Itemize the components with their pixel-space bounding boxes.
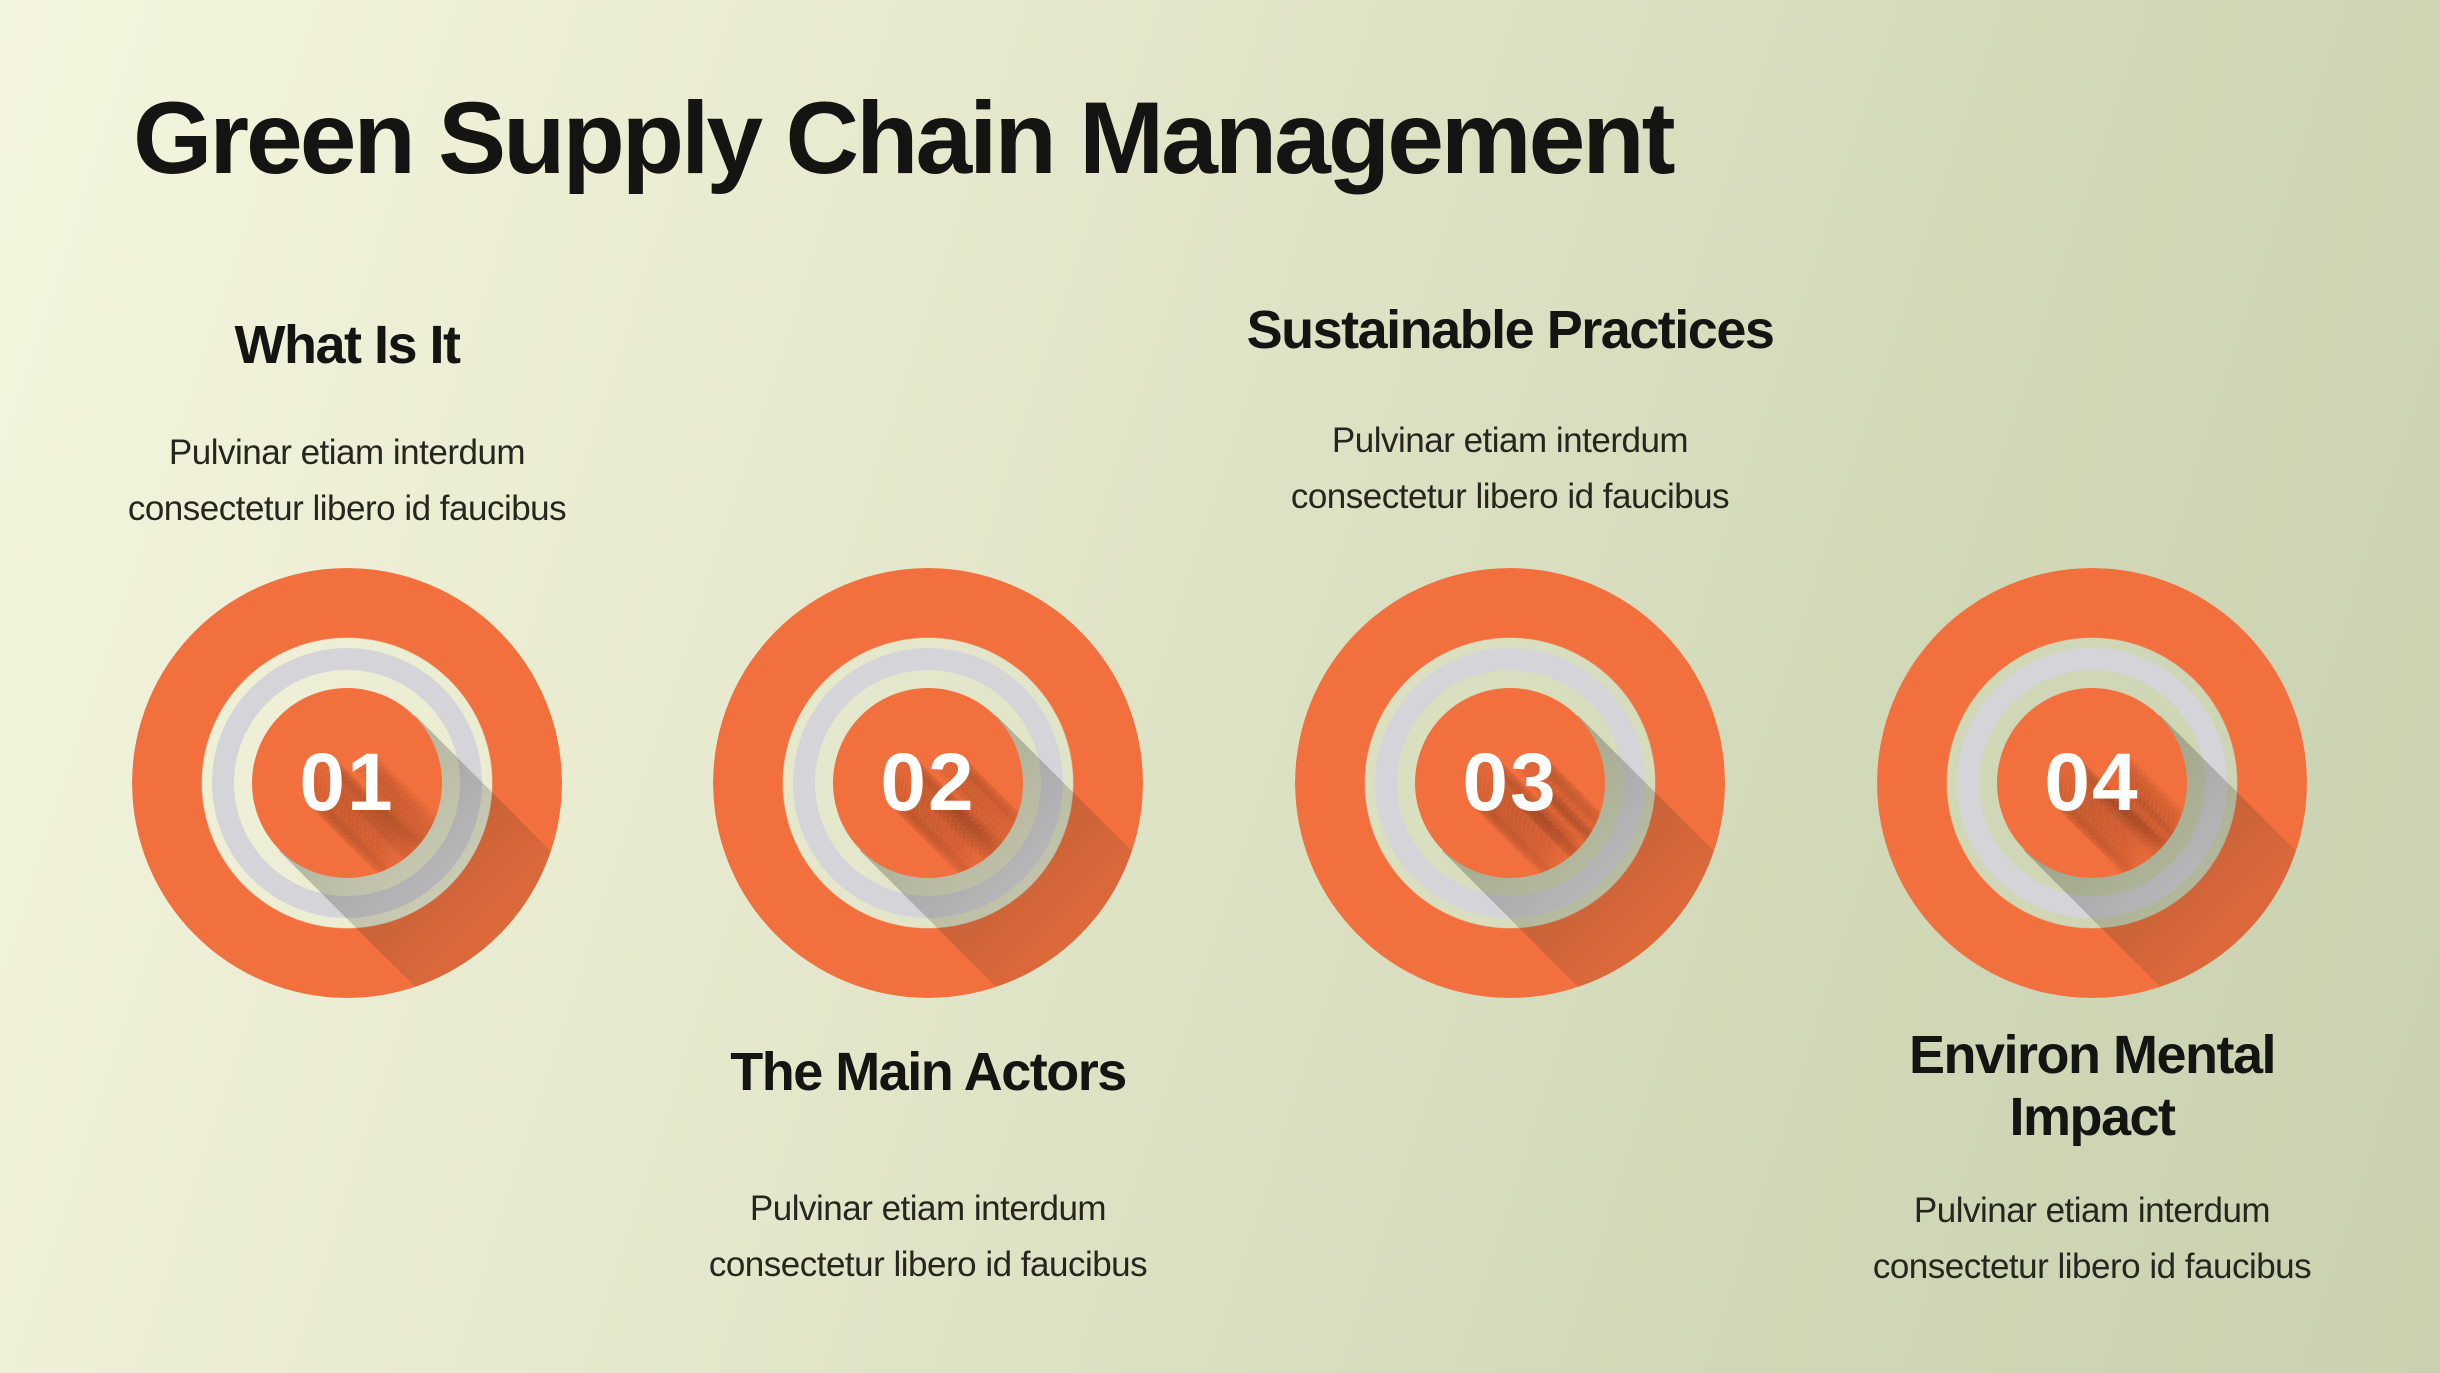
step-2-circle: 02: [713, 568, 1143, 998]
step-4-number-disc: 04: [1997, 688, 2187, 878]
step-2-title: The Main Actors: [578, 1041, 1278, 1103]
step-2-desc-line: consectetur libero id faucibus: [708, 1245, 1148, 1284]
step-3-number-disc: 03: [1415, 688, 1605, 878]
step-1-description: Pulvinar etiam interdum consectetur libe…: [47, 425, 647, 537]
step-3-number: 03: [1462, 737, 1558, 828]
step-2-title-line: The Main Actors: [730, 1042, 1127, 1102]
step-1-desc-line: Pulvinar etiam interdum: [168, 433, 526, 472]
step-4-title-line: Environ Mental: [1908, 1025, 2277, 1085]
step-4-description: Pulvinar etiam interdum consectetur libe…: [1792, 1183, 2392, 1295]
step-1-number-disc: 01: [252, 688, 442, 878]
step-4-title: Environ Mental Impact: [1742, 1024, 2440, 1148]
step-2-number: 02: [880, 737, 976, 828]
step-2-desc-line: Pulvinar etiam interdum: [749, 1189, 1107, 1228]
step-1-number: 01: [299, 737, 395, 828]
step-4-title-line: Impact: [2009, 1087, 2176, 1147]
step-1-title-line: What Is It: [234, 315, 462, 375]
step-1-circle: 01: [132, 568, 562, 998]
step-2-number-disc: 02: [833, 688, 1023, 878]
step-4-desc-line: Pulvinar etiam interdum: [1913, 1191, 2271, 1230]
step-3-title-line: Sustainable Practices: [1246, 300, 1775, 360]
step-4-circle: 04: [1877, 568, 2307, 998]
step-3-desc-line: Pulvinar etiam interdum: [1331, 421, 1689, 460]
step-3-desc-line: consectetur libero id faucibus: [1290, 477, 1730, 516]
step-3-circle: 03: [1295, 568, 1725, 998]
step-2-description: Pulvinar etiam interdum consectetur libe…: [628, 1181, 1228, 1293]
step-4-desc-line: consectetur libero id faucibus: [1872, 1247, 2312, 1286]
step-3-description: Pulvinar etiam interdum consectetur libe…: [1210, 413, 1810, 525]
step-1-desc-line: consectetur libero id faucibus: [127, 489, 567, 528]
page-title: Green Supply Chain Management: [133, 81, 1676, 195]
step-1-title: What Is It: [0, 314, 697, 376]
step-3-title: Sustainable Practices: [1160, 299, 1860, 361]
step-4-number: 04: [2044, 737, 2140, 828]
